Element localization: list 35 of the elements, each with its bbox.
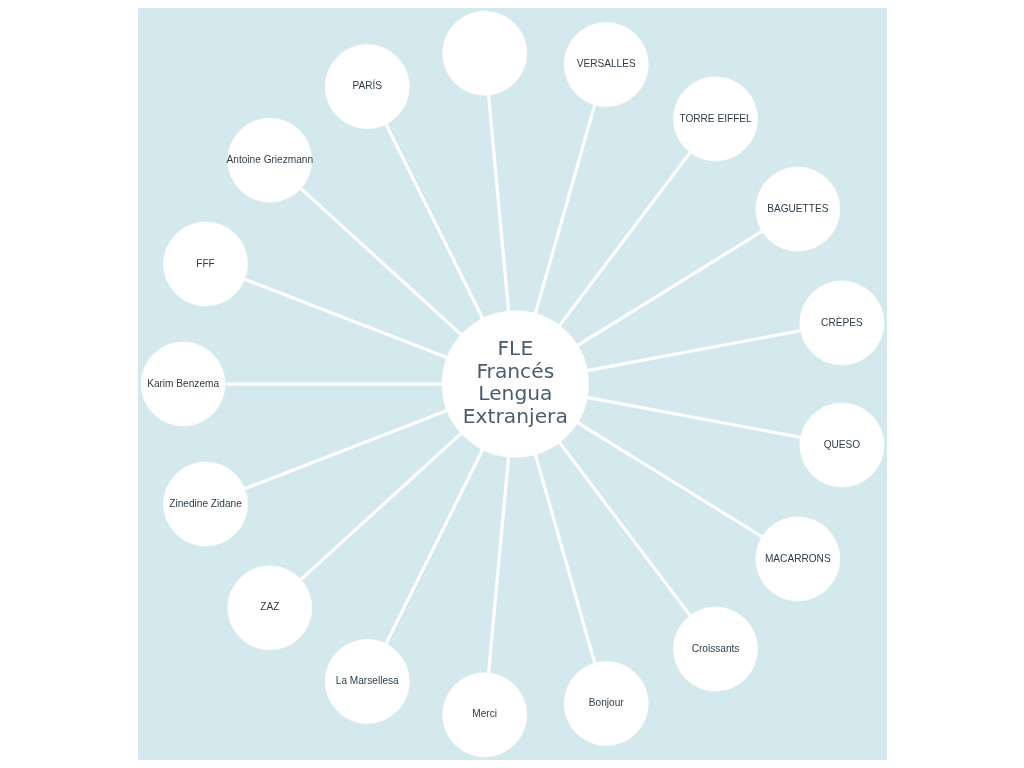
node-circle: FFF	[162, 221, 248, 307]
node-circle: QUESO	[799, 402, 884, 488]
node-circle: BAGUETTES	[754, 166, 840, 252]
connector	[576, 421, 763, 539]
connector	[533, 104, 596, 315]
node-circle	[441, 10, 527, 96]
connector	[299, 187, 462, 337]
connector	[486, 456, 510, 674]
node-circle: FLE Francés Lengua Extranjera	[441, 310, 589, 458]
connector	[557, 441, 691, 617]
node-circle: VERSALLES	[563, 22, 649, 107]
node-circle: Bonjour	[563, 661, 649, 746]
node-circle: La Marsellesa	[324, 639, 410, 724]
node-circle: ZAZ	[226, 565, 312, 651]
connector	[384, 448, 484, 645]
connector	[299, 431, 462, 581]
node-circle: Antoine Griezmann	[226, 117, 312, 203]
connector	[533, 453, 596, 664]
connector	[576, 229, 763, 347]
node-circle: CRÈPES	[799, 280, 884, 366]
node-circle: Merci	[441, 672, 527, 758]
node-circle: TORRE EIFFEL	[672, 76, 758, 162]
node-circle: Croissants	[672, 606, 758, 692]
connector	[486, 94, 510, 312]
connector	[224, 382, 442, 386]
connector	[243, 277, 448, 360]
node-circle: PARÍS	[324, 44, 410, 129]
node-circle: Zinedine Zidane	[162, 461, 248, 547]
node-circle: MACARRONS	[754, 516, 840, 602]
connector	[557, 151, 691, 327]
node-circle: Karim Benzema	[140, 341, 225, 427]
connector	[384, 123, 484, 320]
connector	[586, 395, 801, 439]
connector	[243, 408, 448, 491]
connector	[586, 329, 801, 373]
